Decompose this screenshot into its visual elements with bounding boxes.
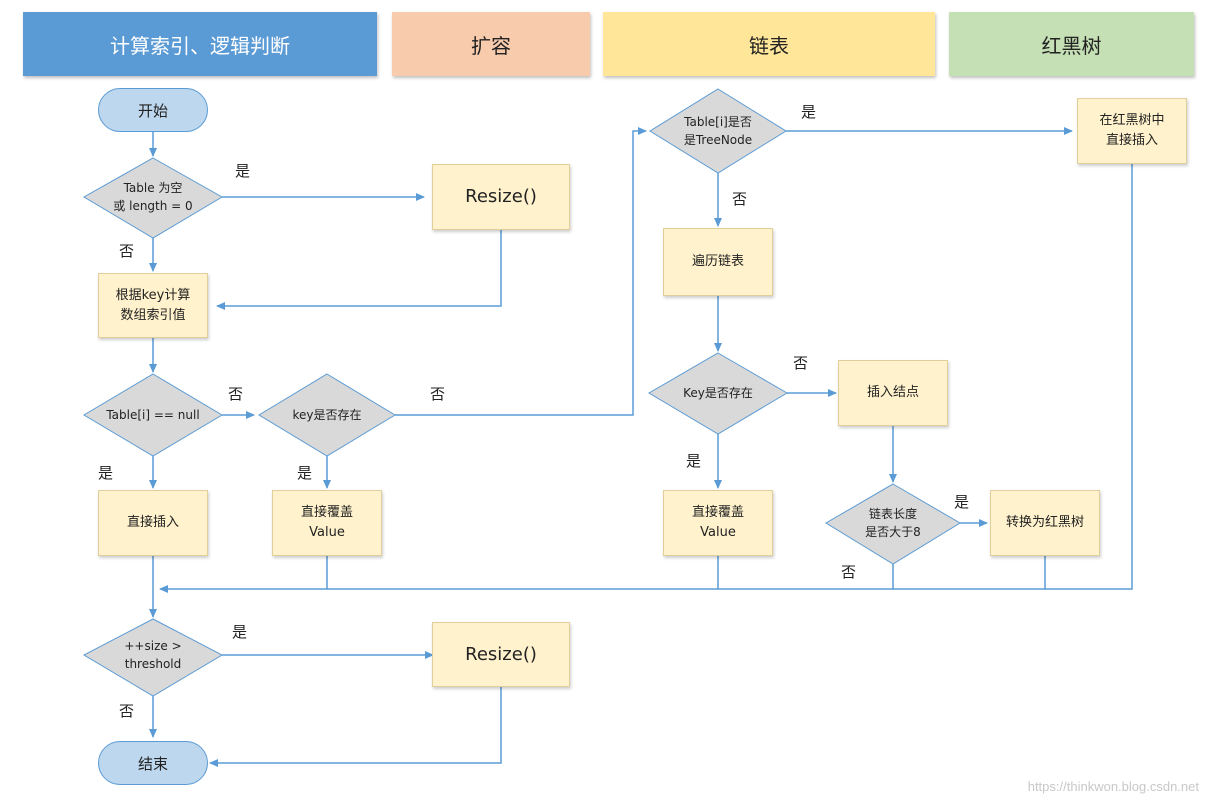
process-traverse-list: 遍历链表 — [663, 228, 773, 296]
decision-size-threshold-shape — [82, 618, 224, 697]
label-yes-key: 是 — [297, 464, 313, 482]
process-compute-index: 根据key计算 数组索引值 — [98, 273, 208, 338]
process-direct-insert: 直接插入 — [98, 490, 208, 556]
edge-resize-to-compute — [216, 230, 502, 310]
label-no-key: 否 — [430, 385, 446, 403]
process-direct-cover-1: 直接覆盖 Value — [272, 490, 382, 556]
process-tree-insert: 在红黑树中 直接插入 — [1077, 98, 1187, 164]
decision-table-empty: Table 为空 或 length = 0 — [113, 181, 193, 213]
decision-treenode-shape — [649, 88, 787, 174]
label-yes-size: 是 — [232, 623, 248, 641]
lane-header-index: 计算索引、逻辑判断 — [23, 12, 377, 76]
label-no-size: 否 — [119, 702, 135, 720]
label-no-null: 否 — [228, 385, 244, 403]
decision-key-exists-2: Key是否存在 — [683, 386, 753, 400]
decision-key-exists-shape — [258, 373, 396, 457]
label-yes-treenode: 是 — [801, 103, 817, 121]
label-no-empty: 否 — [119, 242, 135, 260]
decision-is-treenode: Table[i]是否 是TreeNode — [683, 115, 753, 147]
edge-merge-line — [159, 164, 1133, 593]
end-node: 结束 — [98, 741, 208, 785]
process-insert-node: 插入结点 — [838, 360, 948, 426]
label-no-length: 否 — [841, 563, 857, 581]
label-yes-key-2: 是 — [686, 452, 702, 470]
decision-key-exists-2-shape — [648, 352, 788, 435]
lane-header-resize: 扩容 — [392, 12, 590, 76]
decision-size-threshold: ++size > threshold — [124, 639, 182, 671]
label-yes-length: 是 — [954, 493, 970, 511]
label-yes-empty: 是 — [235, 162, 251, 180]
edge-key-no-to-treenode — [395, 127, 647, 416]
watermark: https://thinkwon.blog.csdn.net — [1027, 779, 1199, 794]
decision-table-null: Table[i] == null — [106, 408, 200, 422]
process-resize-1: Resize() — [432, 164, 570, 230]
process-direct-cover-2: 直接覆盖 Value — [663, 490, 773, 556]
decision-table-empty-shape — [83, 157, 223, 239]
label-no-key-2: 否 — [793, 354, 809, 372]
label-yes-null: 是 — [98, 464, 114, 482]
process-to-rbtree: 转换为红黑树 — [990, 490, 1100, 556]
process-resize-2: Resize() — [432, 622, 570, 687]
edge-resize2-to-end — [209, 687, 502, 767]
decision-list-length-shape — [825, 483, 961, 565]
lane-header-red-black-tree: 红黑树 — [949, 12, 1194, 76]
decision-table-null-shape — [83, 373, 223, 457]
start-node: 开始 — [98, 88, 208, 132]
lane-header-linked-list: 链表 — [603, 12, 935, 76]
label-no-treenode: 否 — [732, 190, 748, 208]
decision-key-exists: key是否存在 — [292, 408, 362, 422]
decision-list-length: 链表长度 是否大于8 — [865, 507, 921, 539]
